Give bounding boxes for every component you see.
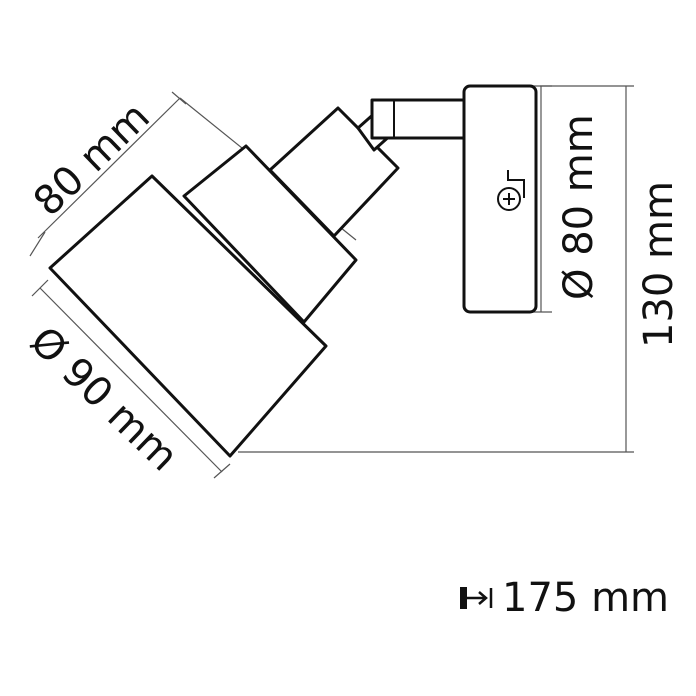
depth-label: 175 mm bbox=[502, 575, 669, 621]
swivel-joint bbox=[356, 98, 466, 152]
depth-dimension: 175 mm bbox=[458, 574, 669, 622]
shade-diameter-dimension bbox=[31, 279, 231, 479]
wall-base bbox=[462, 84, 538, 314]
lamp-shade bbox=[48, 174, 328, 458]
screw-icon bbox=[497, 187, 521, 211]
lamp-middle-collar bbox=[182, 144, 358, 324]
base-diameter-label: Ø 80 mm bbox=[556, 114, 602, 300]
depth-arrow-icon bbox=[460, 587, 493, 609]
height-label: 130 mm bbox=[636, 181, 682, 348]
height-dimension bbox=[238, 85, 634, 453]
base-plate bbox=[462, 84, 538, 314]
joint-arm bbox=[370, 98, 466, 140]
